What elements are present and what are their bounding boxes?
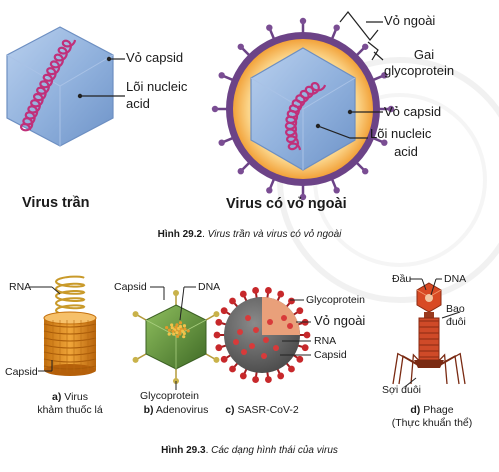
- tmv-capsid-label: Capsid: [5, 366, 38, 378]
- naked-core-label-1: Lõi nucleic: [126, 79, 188, 94]
- naked-capsid-label: Vỏ capsid: [126, 50, 184, 65]
- corona-name-text: SASR-CoV-2: [237, 404, 299, 416]
- naked-virus: [6, 26, 125, 147]
- rna-dots: [233, 315, 293, 359]
- tmv-letter: a): [52, 391, 62, 403]
- adeno-letter: b): [143, 404, 154, 416]
- tobacco-mosaic-virus: [30, 275, 97, 376]
- spike-label-2: glycoprotein: [384, 63, 455, 78]
- phage-tail-label-1: Bao: [446, 303, 465, 315]
- enveloped-virus-title: Virus có vỏ ngoài: [226, 196, 347, 212]
- adeno-name-text: Adenovirus: [155, 404, 209, 416]
- naked-core-label-2: acid: [126, 96, 150, 111]
- corona-envelope-label: Vỏ ngoài: [314, 313, 366, 328]
- caption-separator: .: [202, 229, 208, 240]
- adeno-capsid-label: Capsid: [114, 281, 147, 293]
- sars-cov-2: [213, 287, 311, 383]
- phage-name-line2: (Thực khuẩn thể): [391, 417, 473, 429]
- corona-name: c) SASR-CoV-2: [212, 404, 312, 416]
- phage-fiber-label: Sợi đuôi: [382, 384, 421, 396]
- caption-number: Hình 29.2: [157, 229, 203, 240]
- figure-29-2-caption: Hình 29.2. Virus trần và virus có vỏ ngo…: [0, 229, 499, 240]
- figure-29-3-caption: Hình 29.3. Các dạng hình thái của virus: [0, 445, 499, 456]
- caption-number: Hình 29.3: [161, 445, 206, 456]
- tmv-name-line2: khảm thuốc lá: [37, 404, 103, 416]
- phage-name-text: Phage: [423, 404, 454, 416]
- dna-core: [165, 321, 190, 339]
- adeno-glyco-label: Glycoprotein: [140, 390, 199, 402]
- tail-fibers: [392, 352, 466, 385]
- enveloped-core-label-2: acid: [394, 144, 418, 159]
- tmv-name-text: Virus: [64, 391, 88, 403]
- phage-tail-label-2: đuôi: [446, 316, 466, 328]
- tmv-name: a) Virus: [20, 391, 120, 403]
- corona-rna-label: RNA: [314, 335, 337, 347]
- phage-letter: d): [410, 404, 421, 416]
- nucleic-acid-coil: [284, 82, 327, 151]
- spike-label-1: Gai: [413, 47, 435, 62]
- adeno-name: b) Adenovirus: [126, 404, 226, 416]
- enveloped-virus: [211, 11, 395, 201]
- corona-letter: c): [225, 404, 235, 416]
- glycoprotein-spikes: [132, 290, 220, 384]
- envelope-label: Vỏ ngoài: [384, 13, 436, 28]
- enveloped-capsid-label: Vỏ capsid: [384, 104, 442, 119]
- enveloped-core-label-1: Lõi nucleic: [370, 126, 432, 141]
- caption-text: Các dạng hình thái của virus: [211, 445, 338, 456]
- phage: [392, 278, 466, 387]
- caption-text: Virus trần và virus có vỏ ngoài: [207, 229, 342, 240]
- rna-spring: [54, 275, 86, 317]
- nucleic-acid-coil: [19, 39, 77, 132]
- naked-virus-title: Virus trần: [22, 195, 90, 211]
- adeno-dna-label: DNA: [198, 281, 221, 293]
- capsid-rings: [43, 320, 97, 372]
- adenovirus: [132, 286, 220, 390]
- tmv-rna-label: RNA: [9, 281, 32, 293]
- glycoprotein-spikes: [211, 17, 395, 201]
- tail-sheath-rings: [419, 320, 439, 358]
- corona-capsid-label: Capsid: [314, 349, 347, 361]
- caption-separator: .: [205, 445, 212, 456]
- phage-head-label: Đầu: [392, 273, 412, 285]
- phage-dna-label: DNA: [444, 273, 467, 285]
- corona-glyco-label: Glycoprotein: [306, 294, 365, 306]
- phage-name: d) Phage: [376, 404, 488, 416]
